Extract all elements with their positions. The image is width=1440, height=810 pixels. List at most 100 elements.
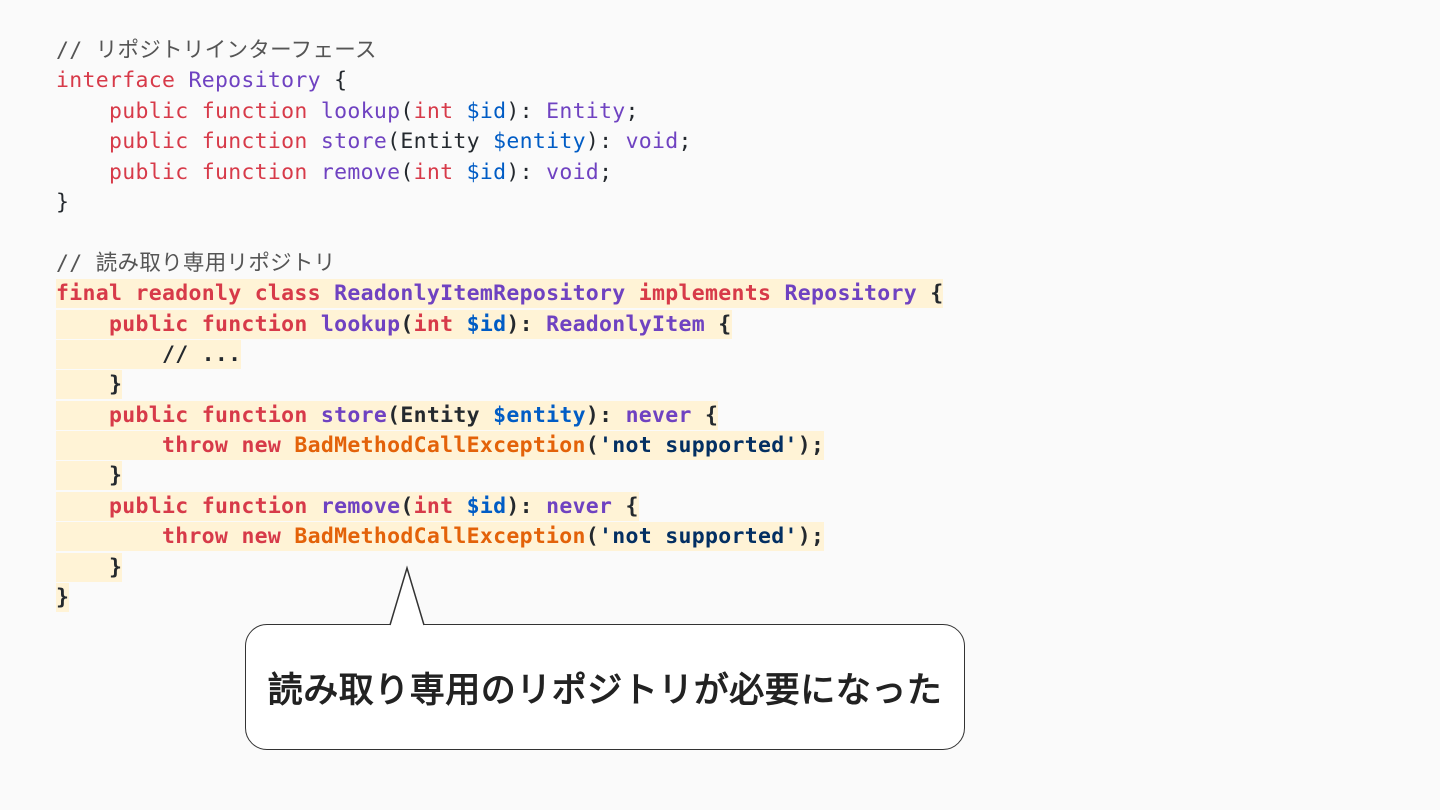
punct: ( (400, 311, 414, 337)
param-var: $id (466, 98, 507, 124)
code-line: // ... (56, 339, 943, 370)
punct: ); (797, 433, 825, 459)
keyword: readonly (135, 281, 242, 307)
brace: } (108, 554, 123, 580)
punct: ): (585, 129, 626, 155)
code-line: final readonly class ReadonlyItemReposit… (56, 279, 944, 309)
speech-bubble-text: 読み取り専用のリポジトリが必要になった (267, 670, 943, 711)
punct: ): (585, 402, 626, 428)
method-name: store (320, 129, 388, 155)
brace: } (108, 372, 123, 398)
brace: } (108, 463, 123, 489)
punct: ); (797, 524, 825, 550)
keyword: throw (161, 433, 229, 459)
code-line: interface Repository { (56, 66, 943, 96)
return-type: void (546, 159, 600, 185)
param-type: Entity (400, 129, 480, 155)
code-line: } (56, 552, 943, 583)
interface-name: Repository (188, 68, 321, 94)
code-line: throw new BadMethodCallException('not su… (56, 431, 943, 461)
punct: ; (678, 129, 692, 155)
punct: ( (400, 98, 414, 124)
code-line: public function remove(int $id): never { (56, 491, 943, 522)
brace: { (612, 493, 639, 519)
comment: // ... (161, 341, 242, 367)
code-line: } (56, 188, 943, 218)
return-type: never (625, 402, 692, 428)
comment: // 読み取り専用リポジトリ (56, 250, 336, 276)
string-literal: 'not supported' (599, 433, 798, 459)
keyword: public (108, 311, 189, 337)
param-type: int (413, 311, 454, 337)
punct: ( (585, 433, 600, 459)
keyword: function (201, 311, 308, 337)
highlight: throw new BadMethodCallException('not su… (56, 522, 825, 552)
param-var: $id (466, 493, 507, 519)
keyword: function (201, 159, 308, 185)
keyword: public (108, 402, 189, 428)
keyword: public (108, 493, 189, 519)
punct: ( (400, 159, 414, 185)
speech-bubble-tail (389, 565, 425, 626)
highlight: } (56, 461, 123, 491)
keyword: function (201, 129, 308, 155)
punct: ( (387, 402, 401, 428)
brace: } (56, 189, 70, 215)
highlight: public function lookup(int $id): Readonl… (56, 309, 732, 339)
code-line: throw new BadMethodCallException('not su… (56, 522, 943, 552)
brace: { (334, 68, 348, 94)
highlight: } (56, 370, 123, 400)
speech-bubble: 読み取り専用のリポジトリが必要になった (245, 624, 965, 750)
code-line: } (56, 370, 943, 400)
keyword: new (241, 524, 282, 550)
highlight: // ... (56, 339, 242, 369)
method-name: remove (320, 493, 401, 519)
code-line: public function remove(int $id): void; (56, 158, 943, 188)
param-var: $id (466, 159, 507, 185)
keyword: class (254, 281, 321, 307)
exception-class: BadMethodCallException (294, 524, 586, 550)
keyword: public (108, 129, 189, 155)
keyword: function (201, 493, 308, 519)
punct: ( (400, 493, 414, 519)
code-line: } (56, 461, 943, 491)
interface-name: Repository (784, 281, 917, 307)
keyword: function (201, 402, 308, 428)
highlight: public function remove(int $id): never { (56, 491, 639, 521)
keyword: interface (56, 68, 176, 94)
param-type: int (413, 159, 454, 185)
return-type: ReadonlyItem (546, 311, 706, 337)
brace: } (56, 585, 70, 611)
punct: ; (625, 98, 639, 124)
code-line: // リポジトリインターフェース (56, 36, 943, 66)
keyword: function (201, 98, 308, 124)
punct: ): (506, 98, 547, 124)
code-line: public function store(Entity $entity): n… (56, 400, 943, 431)
punct: ): (506, 311, 547, 337)
code-line: public function store(Entity $entity): v… (56, 127, 943, 157)
code-line: public function lookup(int $id): Readonl… (56, 309, 943, 340)
code-block: // リポジトリインターフェース interface Repository { … (56, 36, 944, 613)
punct: ( (585, 524, 600, 550)
return-type: Entity (546, 98, 626, 124)
param-type: int (413, 493, 454, 519)
keyword: public (108, 98, 189, 124)
code-line-blank (56, 218, 943, 248)
param-var: $id (466, 311, 507, 337)
code-line: // 読み取り専用リポジトリ (56, 249, 943, 279)
method-name: lookup (320, 311, 401, 337)
highlight: final readonly class ReadonlyItemReposit… (56, 279, 944, 309)
keyword: new (241, 433, 282, 459)
keyword: final (56, 281, 123, 307)
highlight: throw new BadMethodCallException('not su… (56, 431, 825, 461)
comment: // リポジトリインターフェース (56, 38, 377, 63)
class-name: ReadonlyItemRepository (334, 281, 626, 307)
method-name: store (320, 402, 388, 428)
brace: { (930, 281, 944, 307)
param-type: Entity (400, 402, 480, 428)
keyword: throw (161, 524, 229, 550)
method-name: lookup (320, 98, 401, 124)
method-name: remove (320, 159, 401, 185)
highlight: } (56, 583, 70, 613)
code-line: } (56, 583, 943, 613)
